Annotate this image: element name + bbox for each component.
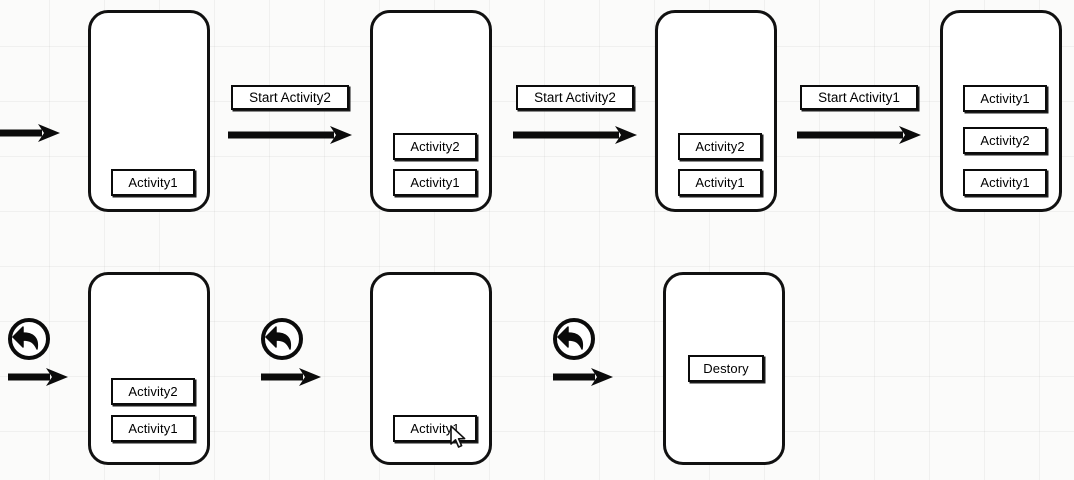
phone-frame-2: Activity2 Activity1 (370, 10, 492, 212)
transition-label-start-activity2-a: Start Activity2 (231, 85, 349, 110)
transition-arrow-1 (228, 124, 354, 146)
activity-box: Activity1 (111, 415, 195, 442)
back-transition-arrow-1 (8, 366, 70, 388)
activity-box: Activity1 (393, 169, 477, 196)
activity-box: Activity1 (111, 169, 195, 196)
activity-box: Activity2 (678, 133, 762, 160)
activity-box: Activity1 (678, 169, 762, 196)
phone-frame-5: Activity2 Activity1 (88, 272, 210, 465)
back-transition-arrow-3 (553, 366, 615, 388)
transition-arrow-3 (797, 124, 923, 146)
activity-box: Activity2 (393, 133, 477, 160)
phone-frame-7: Destory (663, 272, 785, 465)
back-arrow-circle-icon (551, 316, 597, 362)
activity-box: Activity1 (963, 85, 1047, 112)
back-transition-arrow-2 (261, 366, 323, 388)
activity-box: Activity1 (963, 169, 1047, 196)
transition-label-start-activity1: Start Activity1 (800, 85, 918, 110)
activity-box: Activity1 (393, 415, 477, 442)
transition-label-start-activity2-b: Start Activity2 (516, 85, 634, 110)
activity-box: Activity2 (111, 378, 195, 405)
phone-frame-4: Activity1 Activity2 Activity1 (940, 10, 1062, 212)
back-arrow-circle-icon (259, 316, 305, 362)
back-arrow-circle-icon (6, 316, 52, 362)
destroy-box: Destory (688, 355, 764, 382)
phone-frame-1: Activity1 (88, 10, 210, 212)
phone-frame-3: Activity2 Activity1 (655, 10, 777, 212)
activity-box: Activity2 (963, 127, 1047, 154)
phone-frame-6: Activity1 (370, 272, 492, 465)
entry-arrow (0, 122, 62, 144)
transition-arrow-2 (513, 124, 639, 146)
